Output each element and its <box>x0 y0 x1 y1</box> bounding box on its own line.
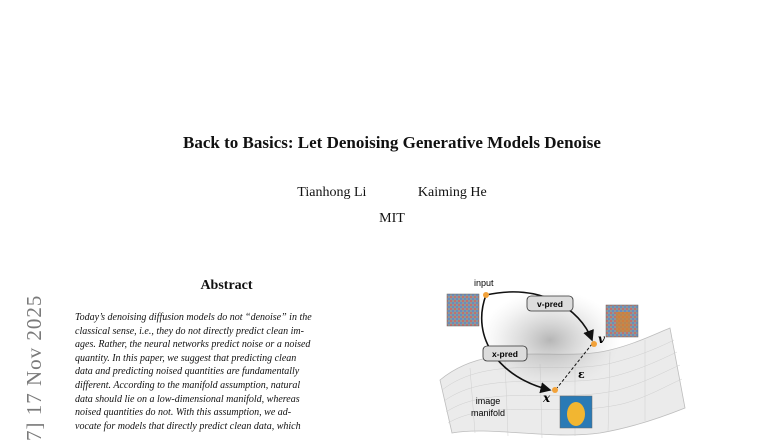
abstract-line: ages. Rather, the neural networks predic… <box>75 339 311 351</box>
v-point <box>591 341 597 347</box>
x-pred-label: x-pred <box>492 349 518 359</box>
abstract-line: different. According to the manifold ass… <box>75 379 301 391</box>
abstract-line: data should lie on a low-dimensional man… <box>75 393 300 405</box>
input-label: input <box>474 278 494 288</box>
abstract-line: vocate for models that directly predict … <box>75 420 301 432</box>
input-point <box>483 292 489 298</box>
x-point <box>552 387 558 393</box>
v-pred-box <box>526 295 574 312</box>
paper-title: Back to Basics: Let Denoising Generative… <box>183 133 601 152</box>
manifold-label-line1: image <box>476 396 501 406</box>
parrot-glyph <box>567 402 585 426</box>
noise-cloud <box>480 290 620 390</box>
author-name: Kaiming He <box>417 185 487 200</box>
x-pred-box <box>482 345 528 362</box>
epsilon-line <box>556 343 593 389</box>
abstract-heading: Abstract <box>200 278 253 293</box>
abstract-line: noised quantities do not. With this assu… <box>75 407 292 419</box>
affiliation: MIT <box>379 211 405 226</box>
author-list: Tianhong Li Kaiming He <box>0 185 784 201</box>
abstract-line: classical sense, i.e., they do not direc… <box>75 325 304 337</box>
x-symbol: x <box>542 391 551 405</box>
abstract-line: quantity. In this paper, we suggest that… <box>75 352 297 364</box>
manifold-figure: input v-pred x-pred v x ε image manifold <box>439 278 686 439</box>
abstract-line: Today’s denoising diffusion models do no… <box>75 312 312 323</box>
abstract-line: data and predicting noised quantities ar… <box>75 366 300 378</box>
abstract-body: Today’s denoising diffusion models do no… <box>75 311 378 433</box>
manifold-label-line2: manifold <box>471 408 505 418</box>
v-pred-label: v-pred <box>537 299 563 309</box>
v-symbol: v <box>598 332 606 346</box>
noisy-image-thumbnail <box>446 293 480 327</box>
arxiv-stamp: 7] 17 Nov 2025 <box>22 294 46 441</box>
epsilon-symbol: ε <box>578 368 585 381</box>
v-parrot-glyph <box>616 312 630 332</box>
author-name: Tianhong Li <box>297 185 367 200</box>
